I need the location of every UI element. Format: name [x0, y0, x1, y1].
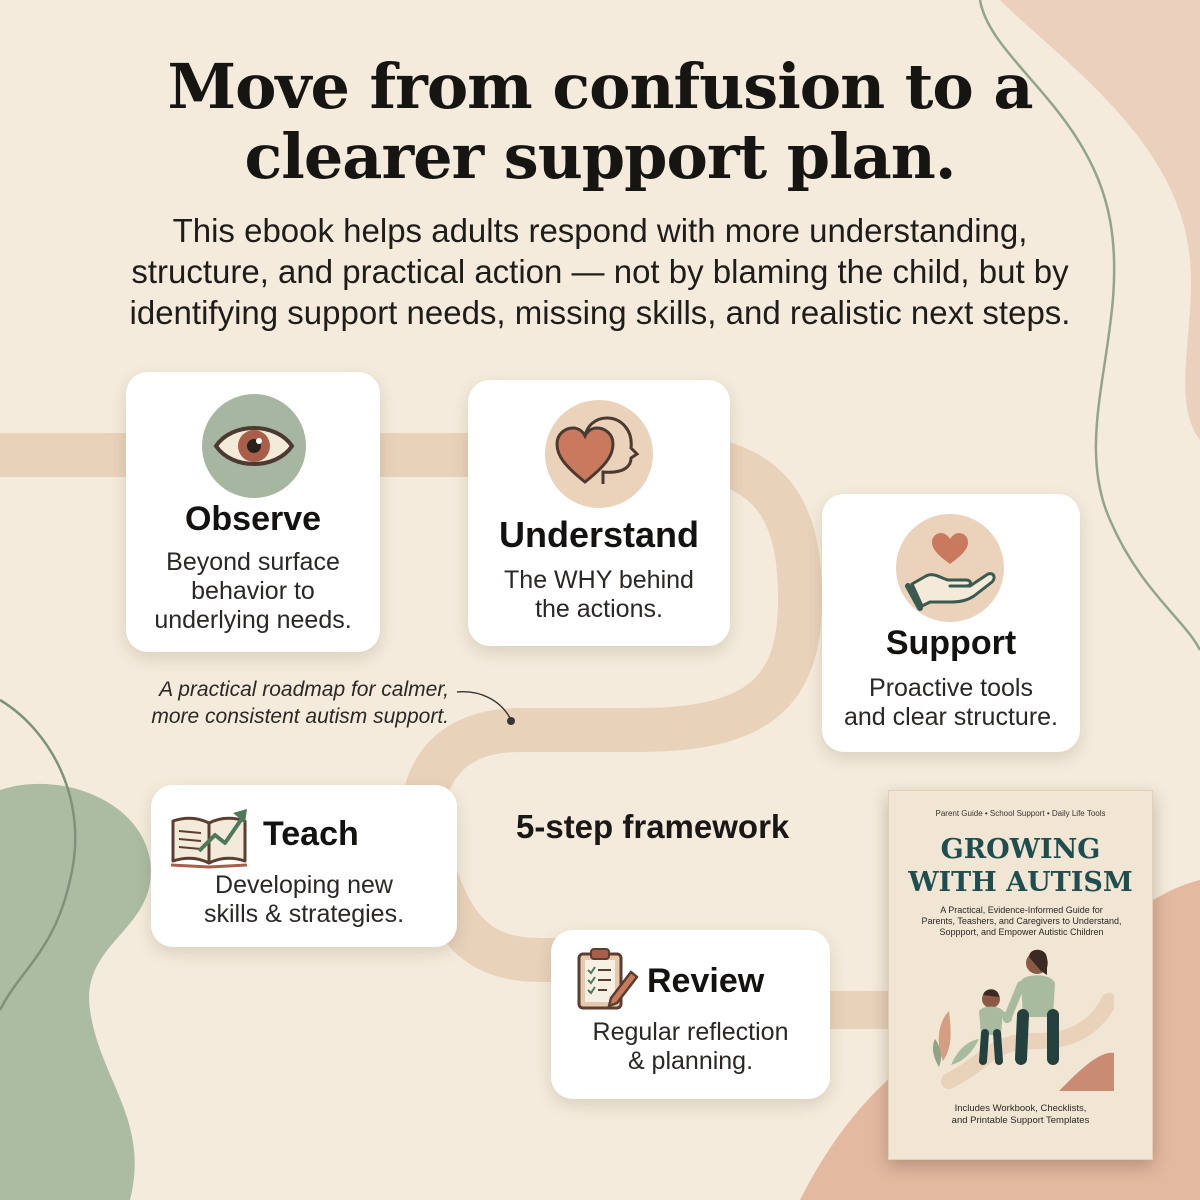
step-desc-support: Proactive tools and clear structure.: [822, 674, 1080, 732]
book-subtitle-line: Soppport, and Empower Autistic Children: [939, 927, 1104, 937]
headline: Move from confusion to a clearer support…: [0, 52, 1200, 192]
book-subtitle: A Practical, Evidence-Informed Guide for…: [899, 905, 1144, 938]
intro-line-1: This ebook helps adults respond with mor…: [172, 212, 1028, 249]
step-desc-line: skills & strategies.: [203, 900, 405, 928]
note-arrow-dot: [507, 717, 515, 725]
intro-line-2: structure, and practical action — not by…: [131, 253, 1069, 290]
hand-heart-icon: [896, 514, 1004, 622]
step-card-understand: Understand The WHY behind the actions.: [468, 380, 730, 646]
outline-curve-top-right: [978, 0, 1200, 651]
step-title-support: Support: [885, 624, 1017, 662]
step-desc-line: Developing new: [215, 871, 393, 899]
headline-line-1: Move from confusion to a: [167, 50, 1033, 123]
intro-paragraph: This ebook helps adults respond with mor…: [90, 210, 1110, 333]
roadmap-note: A practical roadmap for calmer, more con…: [104, 676, 449, 730]
book-title-line-1: GROWING: [940, 834, 1101, 865]
clipboard-pencil-icon: [577, 948, 639, 1010]
step-desc-line: the actions.: [535, 595, 663, 623]
headline-line-2: clearer support plan.: [244, 120, 957, 193]
step-desc-review: Regular reflection & planning.: [551, 1018, 830, 1076]
book-title-line-2: WITH AUTISM: [908, 867, 1133, 898]
outline-curve-left: [0, 698, 77, 1011]
book-title: GROWING WITH AUTISM: [889, 833, 1152, 899]
roadmap-note-line-2: more consistent autism support.: [151, 705, 449, 728]
step-desc-line: Beyond surface: [166, 548, 340, 576]
step-desc-line: behavior to: [191, 577, 315, 605]
book-tagline: Parent Guide • School Support • Daily Li…: [935, 809, 1106, 818]
step-card-teach: Teach Developing new skills & strategies…: [151, 785, 457, 947]
step-title-understand: Understand: [498, 514, 700, 555]
heart-head-icon: [545, 400, 653, 508]
step-card-support: Support Proactive tools and clear struct…: [822, 494, 1080, 752]
step-desc-line: The WHY behind: [504, 566, 694, 594]
step-desc-line: & planning.: [627, 1047, 754, 1075]
note-arrow: [456, 691, 511, 719]
step-desc-teach: Developing new skills & strategies.: [151, 871, 457, 929]
intro-line-3: identifying support needs, missing skill…: [129, 294, 1071, 331]
ebook-cover: Parent Guide • School Support • Daily Li…: [888, 790, 1153, 1160]
step-desc-line: Proactive tools: [869, 674, 1033, 702]
step-title-teach: Teach: [263, 815, 359, 853]
roadmap-note-line-1: A practical roadmap for calmer,: [159, 678, 449, 701]
step-title-observe: Observe: [184, 500, 322, 538]
framework-label: 5-step framework: [516, 808, 790, 845]
step-card-review: Review Regular reflection & planning.: [551, 930, 830, 1099]
book-subtitle-line: A Practical, Evidence-Informed Guide for: [940, 905, 1103, 915]
step-desc-line: underlying needs.: [154, 606, 352, 634]
book-growth-icon: [170, 809, 248, 869]
peach-blob-top-right: [1000, 0, 1200, 440]
book-footer: Includes Workbook, Checklists, and Print…: [889, 1103, 1152, 1127]
step-desc-observe: Beyond surface behavior to underlying ne…: [126, 548, 380, 635]
step-desc-line: and clear structure.: [844, 703, 1058, 731]
eye-icon: [202, 394, 306, 498]
sage-blob-bottom-left: [0, 783, 151, 1200]
book-footer-line-1: Includes Workbook, Checklists,: [954, 1103, 1087, 1114]
parent-child-illustration: [932, 949, 1114, 1091]
book-subtitle-line: Parents, Teashers, and Caregivers to Und…: [921, 916, 1122, 926]
step-desc-understand: The WHY behind the actions.: [468, 566, 730, 624]
book-footer-line-2: and Printable Support Templates: [951, 1115, 1090, 1126]
step-card-observe: Observe Beyond surface behavior to under…: [126, 372, 380, 652]
step-desc-line: Regular reflection: [592, 1018, 789, 1046]
step-title-review: Review: [647, 962, 765, 1000]
